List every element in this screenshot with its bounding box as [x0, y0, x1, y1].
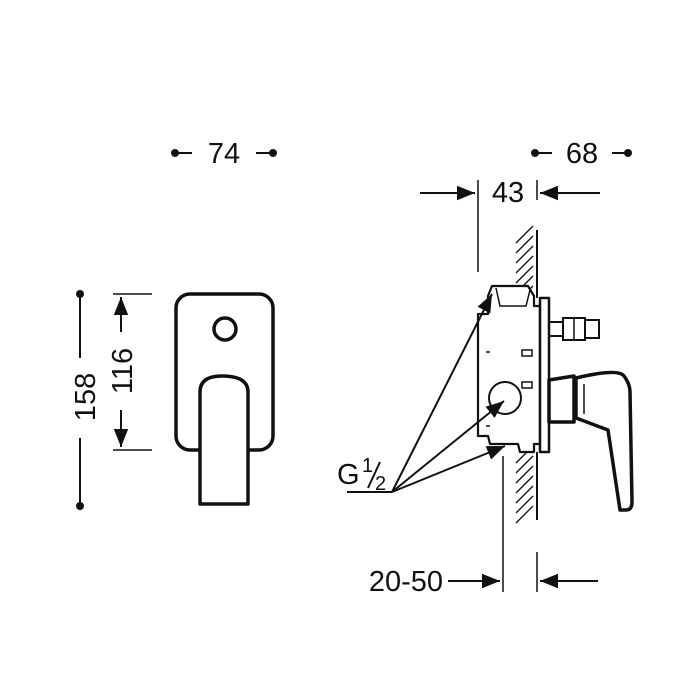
thread-fraction-numerator: 1 — [362, 455, 373, 477]
thread-callout: G 1 2 — [337, 293, 506, 495]
lever-body-side — [574, 370, 634, 512]
body-depth-dimension: 43 — [420, 177, 600, 272]
width-label: 74 — [208, 138, 240, 170]
lever-handle-side — [547, 374, 576, 424]
plate-height-dimension: 116 — [107, 293, 152, 451]
side-view: 68 43 — [337, 138, 634, 598]
front-view: 74 158 116 — [70, 138, 277, 510]
wall-range-dimension: 20-50 — [369, 456, 598, 598]
valve-body — [476, 284, 542, 454]
total-height-label: 158 — [70, 373, 102, 421]
depth-dimension: 68 — [531, 138, 632, 170]
depth-label: 68 — [566, 138, 598, 170]
wall-range-label: 20-50 — [369, 566, 443, 598]
width-dimension: 74 — [171, 138, 277, 170]
plate-height-label: 116 — [107, 348, 139, 394]
thread-fraction-denominator: 2 — [375, 473, 386, 495]
diverter-knob — [212, 316, 238, 342]
total-height-dimension: 158 — [70, 290, 102, 510]
body-depth-label: 43 — [492, 177, 524, 209]
cover-plate-side — [538, 296, 551, 454]
thread-label: G — [337, 459, 360, 491]
outlet-port — [488, 381, 522, 415]
diverter-spindle — [548, 317, 600, 341]
lever-handle — [198, 374, 250, 506]
